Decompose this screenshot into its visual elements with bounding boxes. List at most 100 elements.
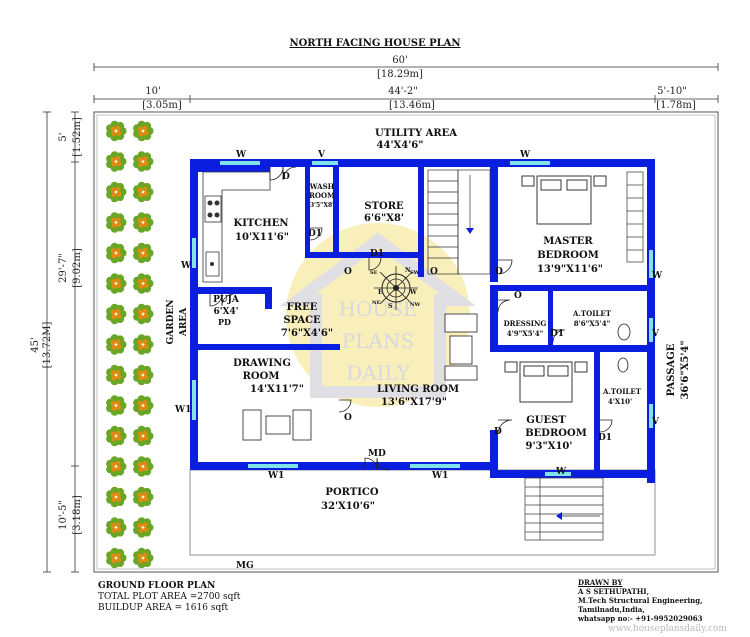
drawn-by-label: DRAWN BY bbox=[578, 578, 623, 587]
compass-n: N bbox=[405, 267, 411, 274]
tag-v-right-1: V bbox=[651, 329, 660, 339]
garden-trees bbox=[106, 120, 154, 569]
compass-ne: NE bbox=[372, 300, 381, 306]
tree-icon bbox=[133, 151, 154, 172]
portico-name: PORTICO bbox=[325, 487, 378, 498]
tree-icon bbox=[106, 151, 127, 172]
mid-depth-m-label: [9.02m] bbox=[72, 248, 83, 288]
left-width-label: 10' bbox=[145, 86, 160, 97]
tree-icon bbox=[133, 425, 154, 447]
tree-icon bbox=[106, 486, 127, 508]
author-location: Tamilnadu,India, bbox=[578, 605, 645, 614]
guest-bedroom-name1: GUEST bbox=[526, 415, 566, 426]
toilet-icon-1 bbox=[617, 323, 631, 341]
tree-icon bbox=[106, 395, 127, 416]
mid-depth-label: 29'-7" bbox=[58, 253, 69, 283]
toilet-icon-2 bbox=[617, 357, 629, 373]
tree-icon bbox=[106, 242, 127, 264]
tag-v-right-2: V bbox=[651, 417, 660, 427]
tag-d1-toilet2: D1 bbox=[598, 433, 612, 443]
portico-size: 32'X10'6" bbox=[321, 501, 375, 512]
internal-staircase bbox=[427, 169, 491, 275]
plot-boundary-inner bbox=[96, 114, 716, 570]
tree-icon bbox=[133, 517, 154, 538]
tree-icon bbox=[106, 273, 127, 294]
a-toilet-2-name: A.TOILET bbox=[602, 387, 642, 396]
tag-d-master: D bbox=[495, 267, 503, 277]
guest-bedroom-size: 9'3"X10' bbox=[526, 441, 573, 452]
overall-depth-m-label: [13.72M] bbox=[42, 322, 53, 369]
compass-sw: SW bbox=[410, 270, 420, 276]
master-bedroom-name2: BEDROOM bbox=[537, 250, 599, 261]
tag-v-top: V bbox=[317, 150, 326, 160]
tag-d-guest: D bbox=[494, 427, 502, 437]
windows bbox=[192, 161, 653, 476]
utility-size: 44'X4'6" bbox=[377, 140, 424, 151]
tag-d1-wash: D1 bbox=[308, 229, 322, 239]
free-space-size: 7'6"X4'6" bbox=[281, 328, 333, 339]
overall-depth-label: 45' bbox=[30, 337, 41, 352]
master-bedroom-name1: MASTER bbox=[543, 236, 593, 247]
store-size: 6'6"X8' bbox=[364, 213, 404, 224]
tag-w1-left: W1 bbox=[174, 405, 191, 415]
tree-icon bbox=[133, 303, 154, 325]
guest-bedroom-name2: BEDROOM bbox=[525, 428, 587, 439]
tag-w-left: W bbox=[180, 261, 192, 271]
tree-icon bbox=[106, 517, 127, 538]
living-room-name: LIVING ROOM bbox=[377, 384, 459, 395]
portico-outline bbox=[189, 469, 656, 556]
watermark-line1: HOUSE bbox=[339, 297, 418, 321]
credits: DRAWN BY A S SETHUPATHI, M.Tech Structur… bbox=[578, 578, 703, 623]
top-depth-label: 5' bbox=[58, 132, 69, 141]
top-depth-m-label: [1.52m] bbox=[72, 117, 83, 157]
dressing-name: DRESSING bbox=[504, 319, 547, 328]
author-qualification: M.Tech Structural Engineering, bbox=[578, 596, 703, 605]
dressing-size: 4'9"X5'4" bbox=[507, 329, 544, 338]
drawing-room-name1: DRAWING bbox=[233, 358, 291, 369]
overall-width-label: 60' bbox=[392, 55, 407, 66]
passage-size: 36'6"X5'4" bbox=[680, 340, 691, 399]
master-bedroom-stair-strip bbox=[626, 171, 644, 263]
tree-icon bbox=[106, 364, 127, 386]
washroom-size: 3'5"X8' bbox=[310, 202, 334, 209]
tag-o-dressing: O bbox=[514, 291, 522, 301]
tag-w1-bottom-mid: W1 bbox=[431, 471, 448, 481]
right-width-m-label: [1.78m] bbox=[656, 100, 696, 111]
watermark-line2: PLANS bbox=[342, 329, 414, 353]
tree-icon bbox=[133, 456, 154, 477]
kitchen-size: 10'X11'6" bbox=[235, 232, 289, 243]
drawing-room-name2: ROOM bbox=[243, 371, 280, 382]
page-title: NORTH FACING HOUSE PLAN bbox=[289, 38, 461, 49]
tree-icon bbox=[106, 456, 127, 477]
right-width-label: 5'-10" bbox=[657, 86, 687, 97]
tag-w-bottom-right: W bbox=[555, 467, 567, 477]
free-space-name1: FREE bbox=[287, 302, 318, 313]
passage-name: PASSAGE bbox=[666, 343, 677, 396]
tag-d1-store: D1 bbox=[370, 249, 384, 259]
opening-tags: W V W W W1 W V V W1 W1 W D D1 D1 O O O D… bbox=[174, 150, 663, 571]
watermark-line3: DAILY bbox=[346, 361, 410, 385]
puja-name: PUJA bbox=[213, 295, 240, 305]
tag-w-top-right: W bbox=[519, 150, 531, 160]
walls bbox=[190, 159, 655, 483]
doors bbox=[209, 166, 613, 471]
puja-size: 6'X4' bbox=[213, 307, 238, 317]
utility-name: UTILITY AREA bbox=[375, 128, 457, 139]
living-room-size: 13'6"X17'9" bbox=[381, 397, 447, 408]
sink-icon bbox=[205, 251, 220, 277]
compass-w: W bbox=[409, 289, 417, 296]
website-watermark: www.houseplansdaily.com bbox=[608, 624, 727, 634]
kitchen-name: KITCHEN bbox=[234, 218, 289, 229]
tag-md: MD bbox=[368, 449, 386, 459]
bottom-depth-m-label: [3.18m] bbox=[72, 495, 83, 535]
drawing-room-size: 14'X11'7" bbox=[250, 384, 304, 395]
stove-icon bbox=[204, 195, 222, 223]
tag-w-top-left: W bbox=[235, 150, 247, 160]
master-bed-icon bbox=[521, 175, 607, 225]
plan-title: GROUND FLOOR PLAN bbox=[98, 581, 216, 591]
author-name: A S SETHUPATHI, bbox=[578, 587, 650, 596]
washroom-name2: ROOM bbox=[309, 191, 335, 200]
tree-icon bbox=[133, 547, 154, 569]
tag-w-right: W bbox=[651, 271, 663, 281]
